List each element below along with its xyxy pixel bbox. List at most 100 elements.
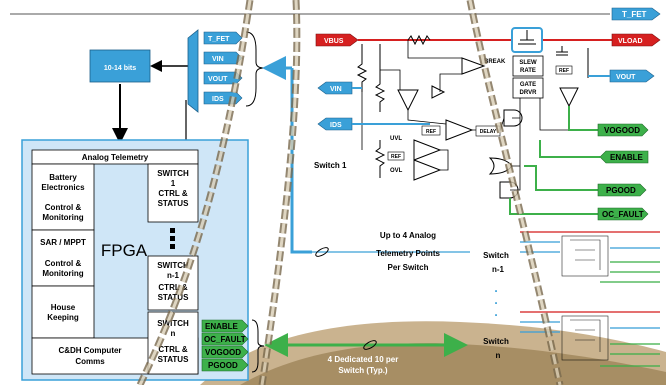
analog-telemetry-title: Analog Telemetry [82, 153, 149, 162]
dedicated-line1: 4 Dedicated 10 per [328, 355, 399, 364]
fpga-out-label: OC_FAULT [204, 335, 246, 344]
switch1-line3: CTRL & [158, 189, 187, 198]
uvl-label: UVL [390, 136, 402, 142]
telemetry-note-line3: Per Switch [388, 263, 429, 272]
ref-mid-label: REF [391, 154, 401, 160]
mini-circuit-n1 [520, 232, 660, 282]
vout-label: VOUT [616, 74, 636, 81]
switchn1-line1: SWITCH [157, 261, 189, 270]
delay-label: DELAY [480, 129, 497, 135]
house-line1: House [51, 303, 76, 312]
ovl-label: OVL [390, 168, 403, 174]
battery-line1: Battery [49, 173, 77, 182]
fpga-out-oc-fault: OC_FAULT [202, 333, 248, 345]
battery-line2: Electronics [41, 183, 85, 192]
mux-input-label: VOUT [208, 76, 228, 83]
gate-label: GATE [520, 82, 536, 88]
vload-label: VLOAD [618, 38, 643, 45]
vin-tag: VIN [318, 82, 352, 94]
out-oc-fault-label: OC_FAULT [602, 210, 644, 219]
pgood-wire [524, 166, 598, 190]
enable-wire [540, 140, 600, 157]
battery-line3: Control & [45, 203, 82, 212]
mux-input-t-fet: T_FET [204, 32, 242, 44]
sar-line1: SAR / MPPT [40, 238, 86, 247]
fpga-out-pgood: PGOOD [202, 359, 248, 371]
switch1-line4: STATUS [158, 199, 189, 208]
out-oc-fault: OC_FAULT [598, 208, 648, 220]
switchn-line1: SWITCH [157, 319, 189, 328]
buffer-amplifier [432, 86, 444, 98]
divider-resistor-2 [376, 44, 384, 112]
telemetry-note-line2: Telemetry Points [376, 249, 440, 258]
vin-label: VIN [330, 86, 342, 93]
divider-resistor-1 [358, 44, 366, 92]
switchn-line2: n [171, 329, 176, 338]
analog-mux [188, 30, 198, 112]
break-label: BREAK [484, 59, 506, 65]
ids-tag: IDS [318, 118, 352, 130]
adc-block: 10-14 bits [90, 50, 150, 82]
telemetry-bus-line [292, 68, 312, 252]
left-block-house [32, 286, 94, 338]
vbus-tag: VBUS [316, 34, 358, 46]
fpga-out-vogood: VOGOOD [202, 346, 248, 358]
switch1-line2: 1 [171, 179, 176, 188]
input-brace [246, 32, 264, 106]
mux-input-label: IDS [212, 96, 224, 103]
ellipsis-dots-fpga [170, 228, 175, 249]
slew-label: SLEW [519, 60, 537, 66]
uvl-comparator [446, 120, 472, 140]
battery-line4: Monitoring [42, 213, 83, 222]
t-fet-top-label: T_FET [622, 10, 647, 19]
vout-comparator [560, 88, 578, 106]
switch-1-circuit: VBUS VLOAD BREAK SLEW RATE GATE DRVR REF [314, 28, 660, 220]
vogood-wire [569, 106, 598, 130]
out-enable-label: ENABLE [610, 153, 644, 162]
rate-label: RATE [520, 68, 536, 74]
drvr-label: DRVR [520, 90, 538, 96]
ids-label: IDS [330, 122, 342, 129]
sar-line2: Control & [45, 259, 82, 268]
switch-n1-num: n-1 [492, 265, 505, 274]
telemetry-note-line1: Up to 4 Analog [380, 231, 436, 240]
switch-1-label: Switch 1 [314, 161, 347, 170]
ref-comparator-2 [414, 160, 440, 180]
sense-amplifier [398, 90, 418, 110]
fpga-out-enable: ENABLE [202, 320, 248, 332]
switchn-line3: CTRL & [158, 345, 187, 354]
t-fet-top-tag: T_FET [612, 8, 660, 20]
divider-resistor-3 [376, 140, 384, 178]
switchn1-line2: n-1 [167, 271, 180, 280]
vbus-label: VBUS [324, 38, 344, 45]
cdh-line1: C&DH Computer [58, 346, 121, 355]
out-enable: ENABLE [600, 151, 648, 163]
out-vogood-label: VOGOOD [604, 126, 640, 135]
vload-tag: VLOAD [612, 34, 660, 46]
out-pgood: PGOOD [598, 184, 646, 196]
out-vogood: VOGOOD [598, 124, 648, 136]
ref-uvl-label: REF [426, 129, 436, 135]
fpga-label: FPGA [101, 241, 148, 260]
switch-n-label: Switch [483, 337, 509, 346]
ref-top-label: REF [559, 68, 569, 74]
switch-n-num: n [496, 351, 501, 360]
house-line2: Keeping [47, 313, 79, 322]
switch-ellipsis-dots: . . . [494, 281, 497, 319]
fpga-out-label: PGOOD [208, 361, 238, 370]
out-pgood-label: PGOOD [606, 186, 636, 195]
sar-line3: Monitoring [42, 269, 83, 278]
svg-text:.: . [494, 305, 497, 319]
switch-n1-label: Switch [483, 251, 509, 260]
switchn-line4: STATUS [158, 355, 189, 364]
fpga-out-label: VOGOOD [205, 348, 241, 357]
mux-input-label: VIN [212, 56, 224, 63]
cdh-line2: Comms [75, 357, 105, 366]
ref-comparator-1 [414, 140, 440, 160]
vout-tag: VOUT [610, 70, 654, 82]
fpga-out-label: ENABLE [205, 322, 239, 331]
mux-input-label: T_FET [208, 36, 230, 43]
adc-bits-label: 10-14 bits [104, 65, 136, 72]
